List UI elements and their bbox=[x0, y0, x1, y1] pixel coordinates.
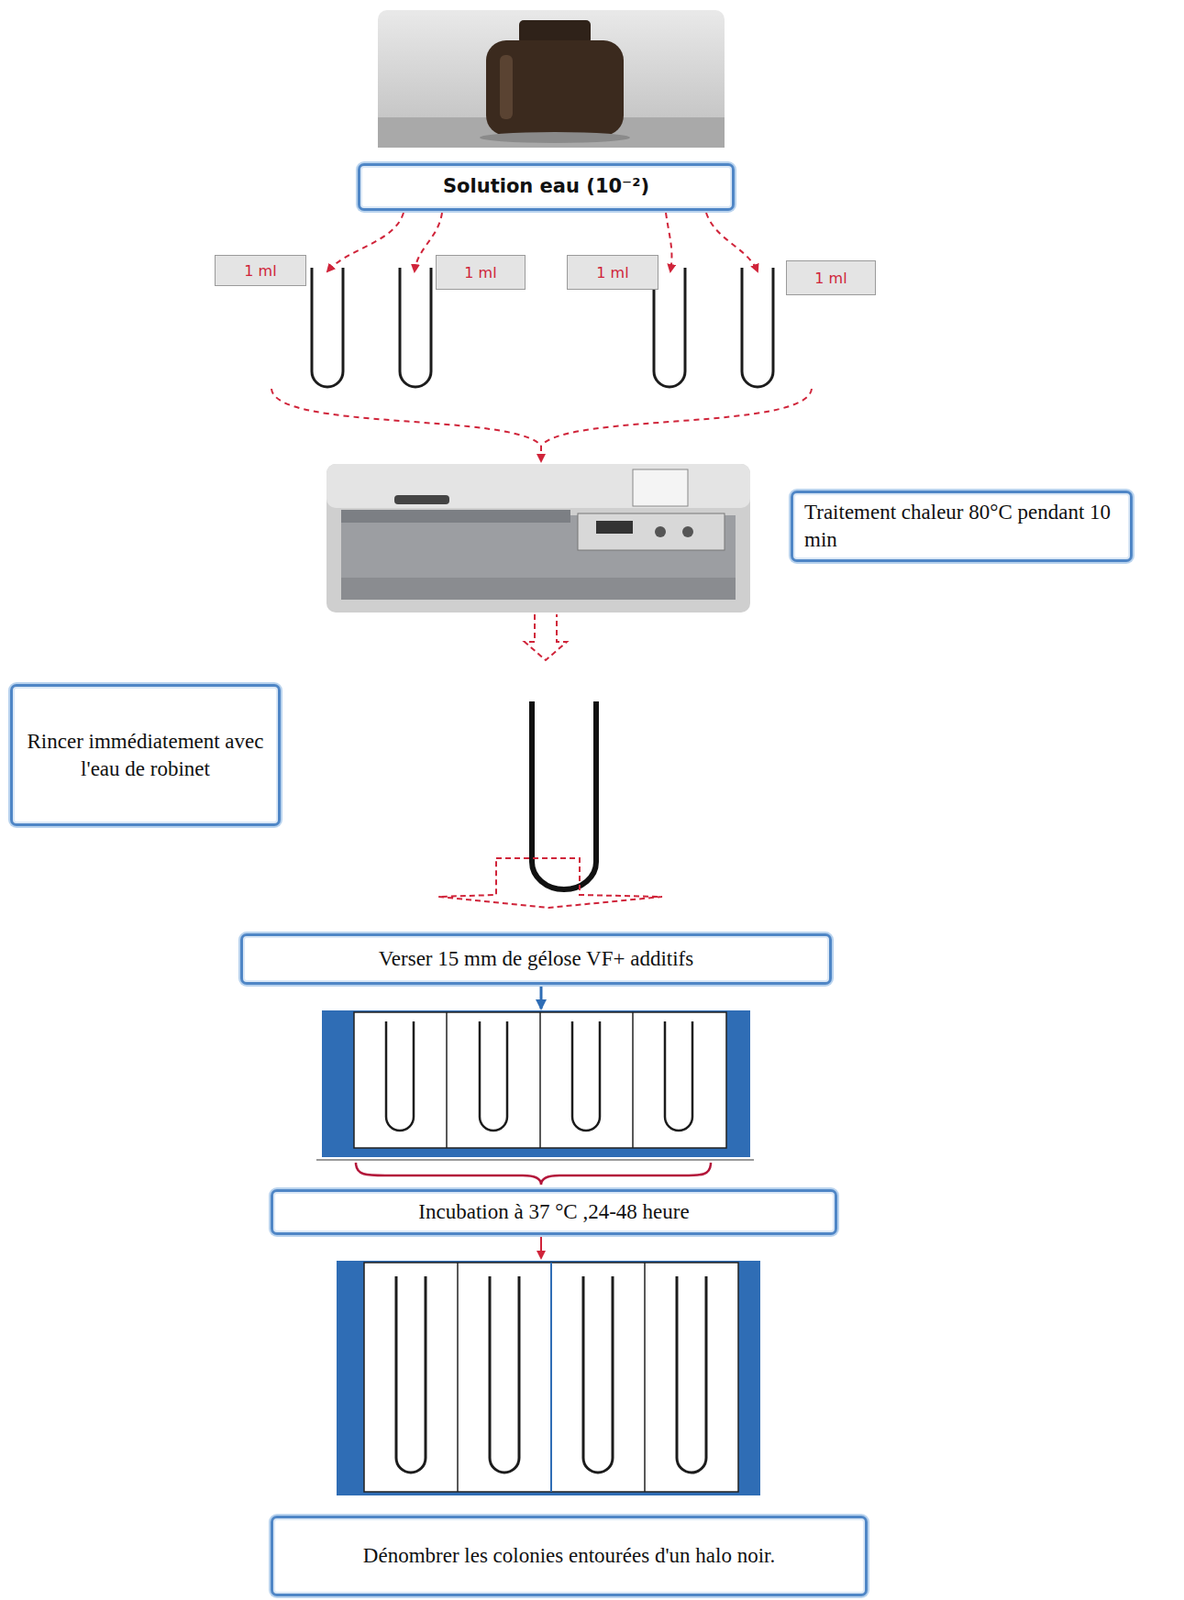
tube-rack bbox=[336, 1261, 761, 1496]
volume-label: 1 ml bbox=[435, 254, 526, 290]
box-text: Solution eau (10⁻²) bbox=[371, 174, 721, 200]
volume-label: 1 ml bbox=[566, 254, 659, 290]
tube-rack bbox=[316, 1010, 754, 1161]
process-box: Traitement chaleur 80°C pendant 10 min bbox=[790, 490, 1133, 563]
dashed-arrow bbox=[524, 614, 567, 661]
dashed-arrow bbox=[438, 858, 663, 908]
box-text: Incubation à 37 °C ,24-48 heure bbox=[284, 1198, 824, 1227]
arrow bbox=[540, 1237, 543, 1259]
process-box: Verser 15 mm de gélose VF+ additifs bbox=[240, 933, 832, 985]
note-box: Rincer immédiatement avec l'eau de robin… bbox=[10, 684, 281, 827]
volume-label: 1 ml bbox=[214, 254, 307, 287]
bracket bbox=[355, 1162, 711, 1185]
test-tube bbox=[531, 701, 597, 890]
box-text: Traitement chaleur 80°C pendant 10 min bbox=[804, 498, 1119, 554]
box-text: Dénombrer les colonies entourées d'un ha… bbox=[284, 1542, 854, 1571]
bottle-photo bbox=[377, 10, 725, 148]
box-text: Verser 15 mm de gélose VF+ additifs bbox=[254, 945, 819, 974]
water-bath-photo bbox=[326, 464, 751, 613]
sample-box: Solution eau (10⁻²) bbox=[357, 163, 735, 211]
test-tubes bbox=[311, 267, 774, 388]
result-box: Dénombrer les colonies entourées d'un ha… bbox=[270, 1515, 868, 1597]
pipette-arrows bbox=[327, 212, 758, 272]
dashed-brace bbox=[271, 388, 812, 462]
process-box: Incubation à 37 °C ,24-48 heure bbox=[270, 1189, 838, 1236]
volume-label: 1 ml bbox=[785, 260, 876, 296]
box-text: Rincer immédiatement avec l'eau de robin… bbox=[23, 728, 267, 784]
arrow bbox=[540, 986, 543, 1009]
